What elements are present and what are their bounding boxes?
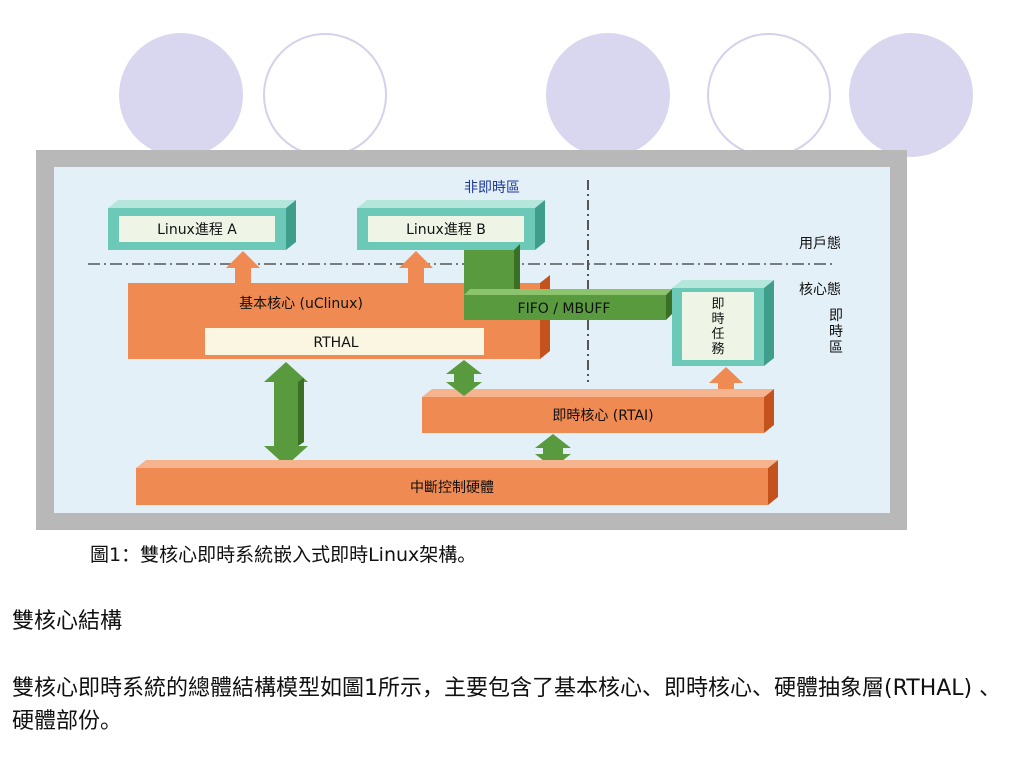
rt-task-box: 即 時 任 務: [672, 280, 774, 366]
rthal-box: [205, 328, 484, 355]
interrupt-hardware-label: 中斷控制硬體: [410, 480, 494, 496]
decor-circle-4: [707, 33, 831, 157]
decor-circle-3: [546, 33, 670, 157]
linux-process-a-label: Linux進程 A: [157, 222, 237, 238]
base-kernel-label: 基本核心 (uClinux): [239, 295, 363, 312]
figure-caption: 圖1：雙核心即時系統嵌入式即時Linux架構。: [90, 544, 477, 566]
fifo-connector-vertical: [464, 250, 514, 295]
rt-kernel-label: 即時核心 (RTAI): [552, 408, 653, 424]
arrow-base-hardware: [264, 362, 308, 466]
rthal-label: RTHAL: [313, 335, 358, 351]
decor-circle-1: [119, 33, 243, 157]
rt-task-char-4: 務: [711, 342, 724, 357]
architecture-diagram: 非即時區 用戶態 核心態 即 時 區 Linux進程 A Linux進程 B 基…: [36, 150, 907, 530]
rt-zone-char-1: 即: [829, 308, 843, 324]
arrow-base-rt-kernel: [446, 360, 482, 396]
body-paragraph: 雙核心即時系統的總體結構模型如圖1所示，主要包含了基本核心、即時核心、硬體抽象層…: [12, 676, 1002, 734]
kernel-mode-label: 核心態: [799, 282, 841, 298]
arrow-up-to-process-a: [226, 251, 260, 284]
rt-kernel-box: 即時核心 (RTAI): [422, 389, 774, 433]
rt-task-char-2: 時: [711, 312, 724, 327]
decor-circle-5: [849, 33, 973, 157]
user-mode-label: 用戶態: [799, 236, 841, 252]
arrow-up-to-rt-task: [709, 367, 743, 397]
rt-task-char-3: 任: [711, 327, 724, 342]
arrow-rt-hardware: [535, 434, 571, 468]
decor-circle-2: [263, 33, 387, 157]
linux-process-a-box: Linux進程 A: [108, 200, 296, 250]
rt-task-char-1: 即: [711, 297, 724, 312]
arrow-up-to-process-b: [399, 251, 433, 284]
linux-process-b-label: Linux進程 B: [406, 222, 486, 238]
zone-non-rt-label: 非即時區: [464, 180, 520, 196]
linux-process-b-box: Linux進程 B: [357, 200, 545, 250]
rt-zone-char-2: 時: [829, 324, 843, 340]
fifo-label: FIFO / MBUFF: [518, 301, 611, 317]
fifo-bar: FIFO / MBUFF: [464, 289, 672, 320]
interrupt-hardware-box: 中斷控制硬體: [136, 460, 778, 505]
section-heading: 雙核心結構: [12, 609, 123, 634]
rt-zone-char-3: 區: [829, 340, 843, 356]
